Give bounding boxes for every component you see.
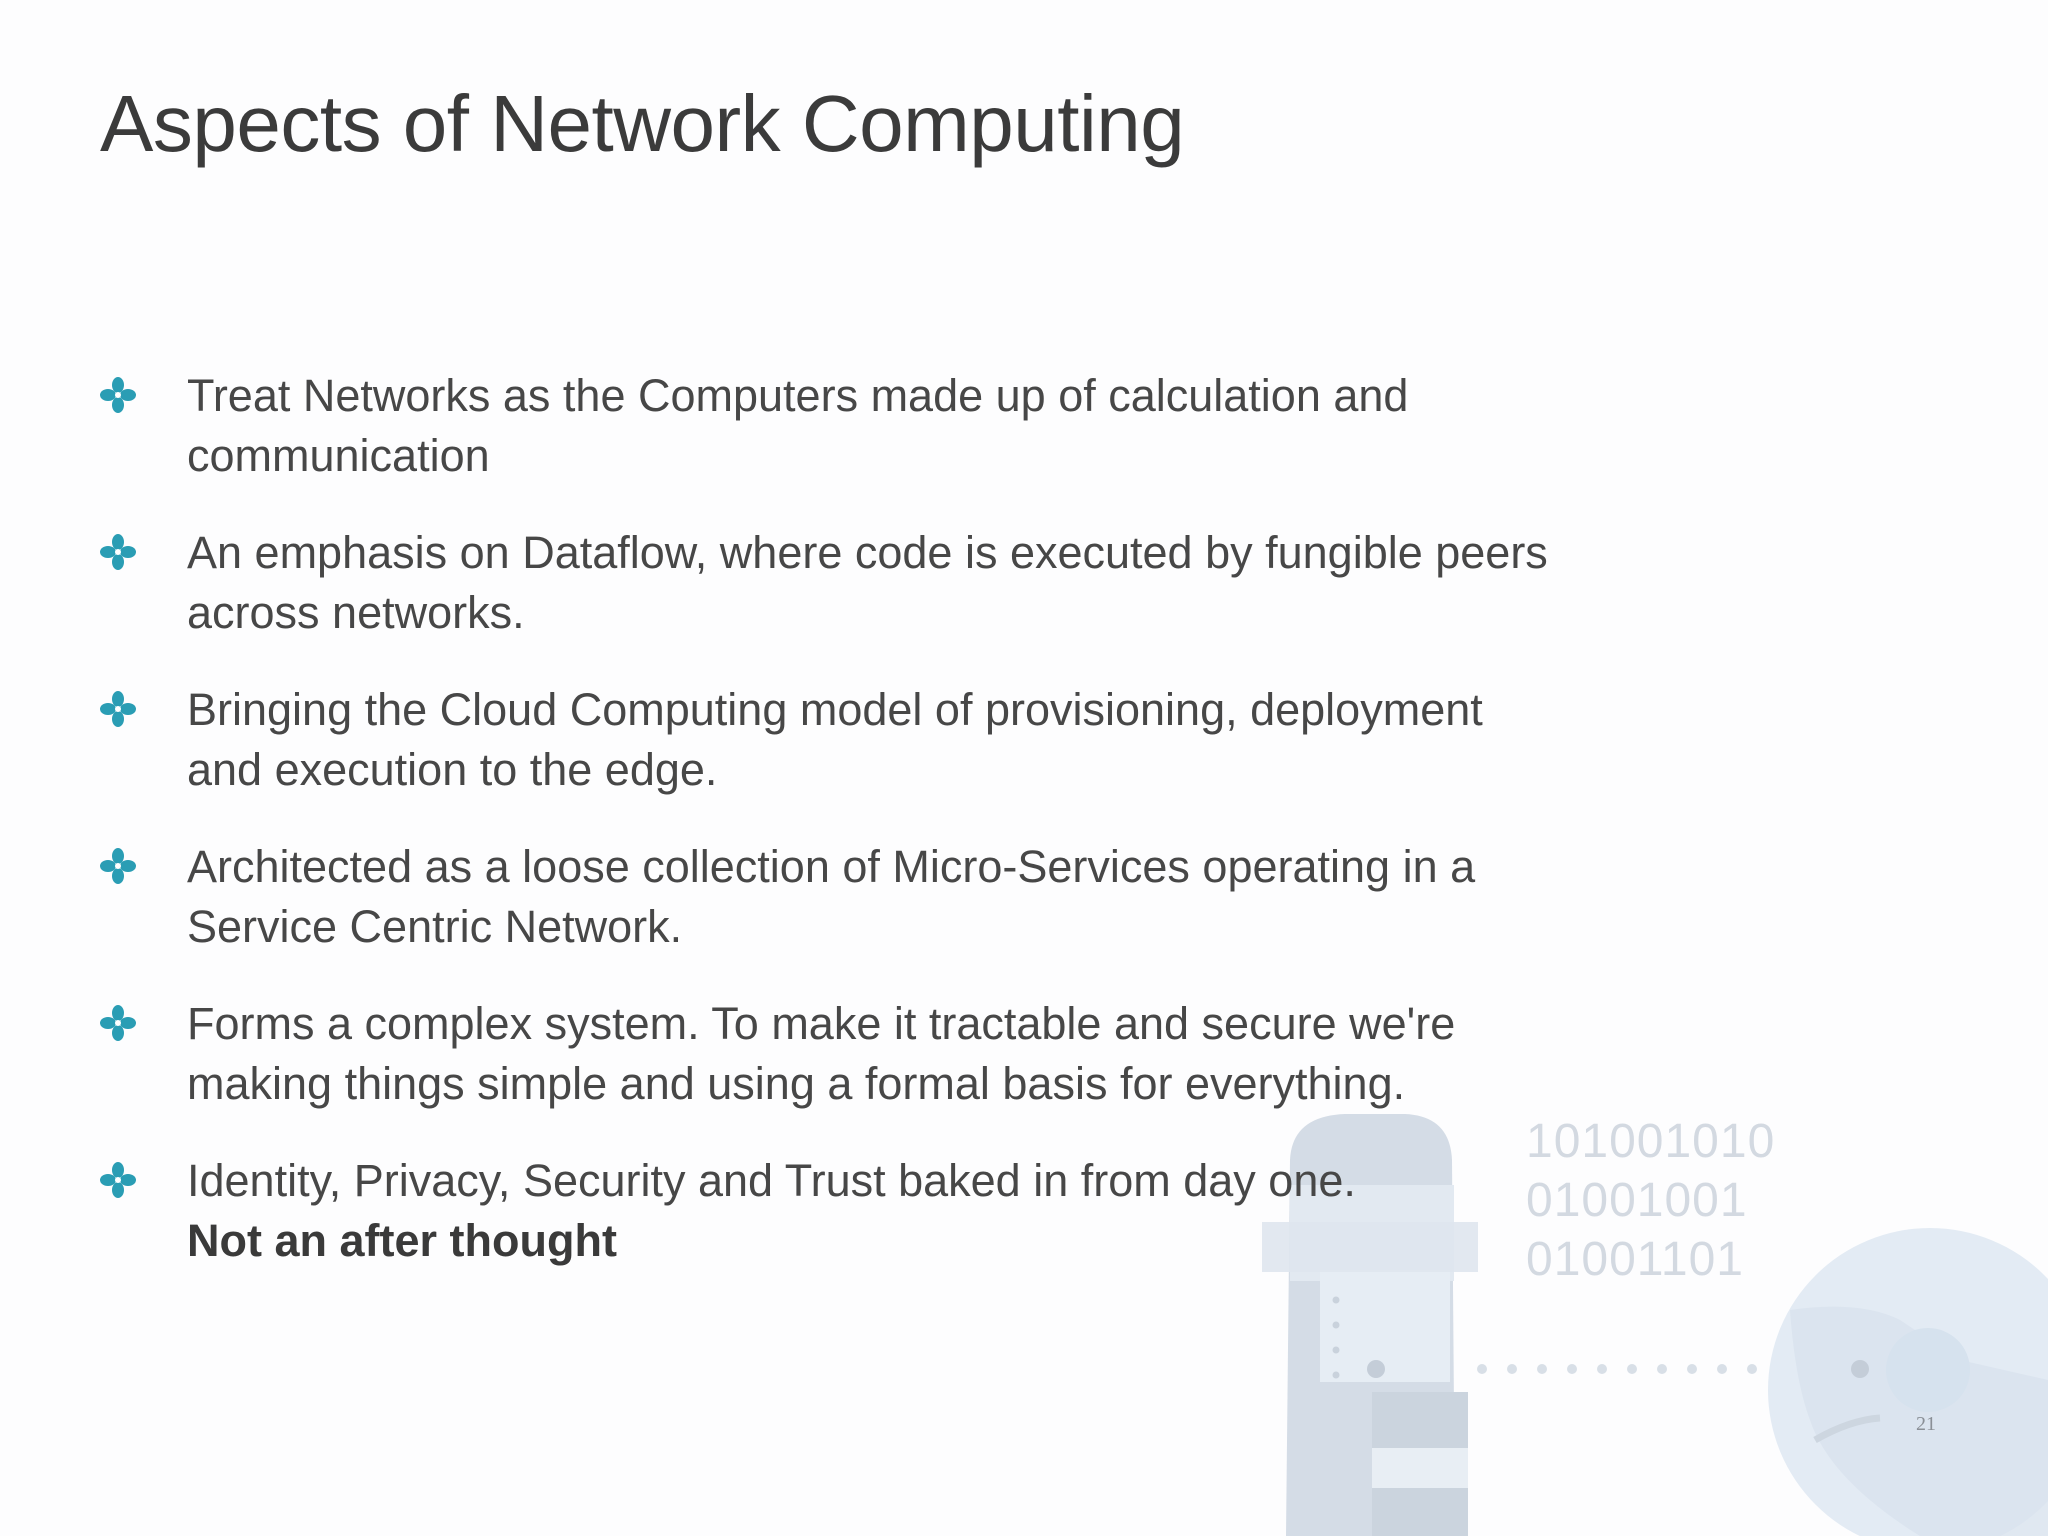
dotted-connection-line <box>1477 1364 1757 1374</box>
list-item: An emphasis on Dataflow, where code is e… <box>100 523 1560 643</box>
four-petal-flower-icon <box>100 366 136 426</box>
server-tower-icon <box>1262 1114 1478 1536</box>
binary-line: 101001010 <box>1526 1115 1776 1168</box>
globe-icon <box>1768 1228 2048 1536</box>
four-petal-flower-icon <box>100 523 136 583</box>
list-item: Identity, Privacy, Security and Trust ba… <box>100 1151 1560 1271</box>
list-item: Treat Networks as the Computers made up … <box>100 366 1560 486</box>
bullet-text: Bringing the Cloud Computing model of pr… <box>187 684 1483 795</box>
list-item: Forms a complex system. To make it tract… <box>100 994 1560 1114</box>
four-petal-flower-icon <box>100 680 136 740</box>
slide-title: Aspects of Network Computing <box>100 79 1185 168</box>
four-petal-flower-icon <box>100 837 136 897</box>
bullet-list: Treat Networks as the Computers made up … <box>100 366 1560 1308</box>
bullet-emphasis-text: Not an after thought <box>187 1215 617 1266</box>
list-item: Architected as a loose collection of Mic… <box>100 837 1560 957</box>
bullet-text: An emphasis on Dataflow, where code is e… <box>187 527 1548 638</box>
bullet-text: Treat Networks as the Computers made up … <box>187 370 1409 481</box>
binary-line: 01001101 <box>1526 1233 1744 1286</box>
page-number: 21 <box>1916 1413 1936 1435</box>
four-petal-flower-icon <box>100 1151 136 1211</box>
binary-line: 01001001 <box>1526 1174 1748 1227</box>
bullet-text: Forms a complex system. To make it tract… <box>187 998 1456 1109</box>
list-item: Bringing the Cloud Computing model of pr… <box>100 680 1560 800</box>
binary-code-decoration: 101001010 01001001 01001101 <box>1526 1112 1775 1289</box>
four-petal-flower-icon <box>100 994 136 1054</box>
bullet-text: Architected as a loose collection of Mic… <box>187 841 1476 952</box>
bullet-text: Identity, Privacy, Security and Trust ba… <box>187 1155 1356 1206</box>
